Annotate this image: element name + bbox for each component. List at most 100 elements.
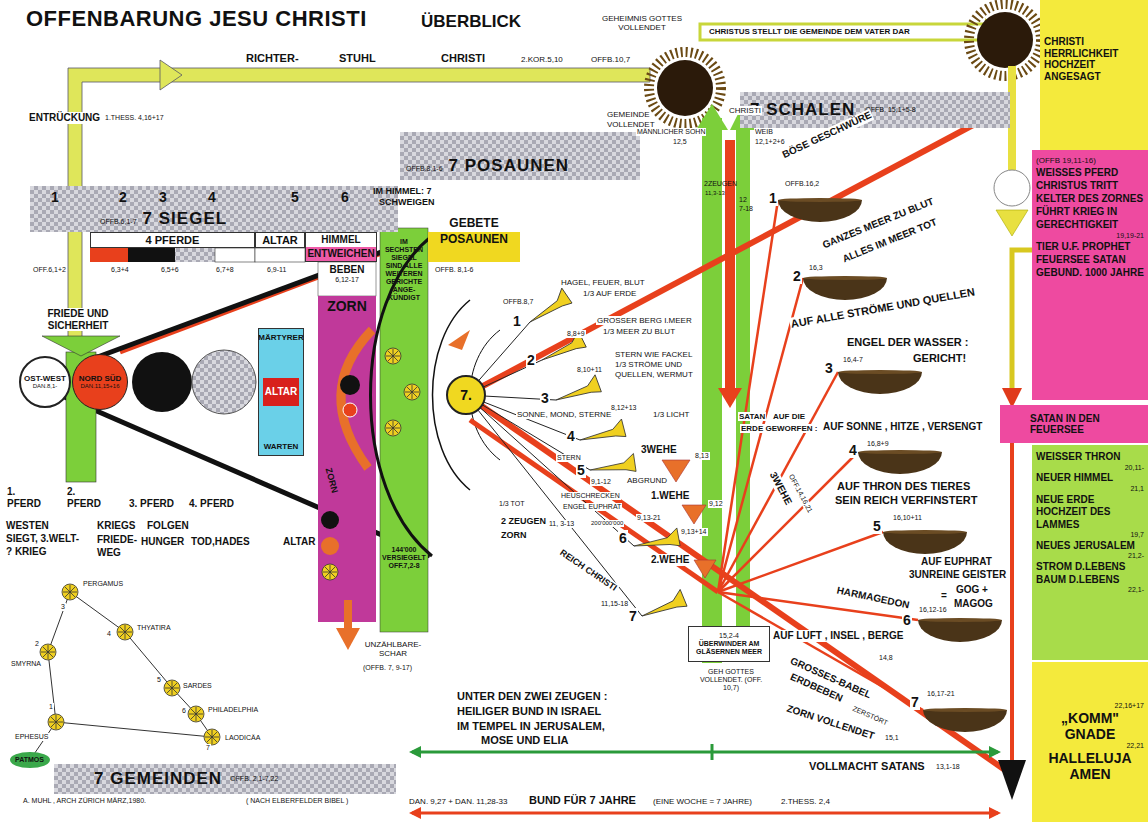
text-label: 6	[181, 707, 187, 715]
text-label: BUND FÜR 7 JAHRE	[528, 794, 637, 807]
sun-symbol	[657, 60, 713, 116]
text-label: 16,8+9	[866, 440, 890, 448]
text-label: 1. PFERD	[6, 486, 48, 509]
box-text: 7 SCHALEN	[750, 100, 855, 120]
box-text: NORD SÜD	[79, 374, 122, 383]
text-label: 16,12-16	[918, 606, 948, 614]
box-text: BAUM D.LEBENS	[1036, 574, 1144, 587]
text-label: WEIB	[754, 128, 774, 136]
diagram-box: IM SECHSTEN SIEGEL SIND ALLE WEITEREN GE…	[380, 232, 428, 632]
left-cone	[175, 248, 215, 262]
text-label: GROSSER BERG I.MEER	[596, 316, 693, 325]
judgement-seat-arrow	[700, 24, 992, 40]
box-text: 22,16+17	[1115, 702, 1148, 710]
box-text: 6,12-17	[335, 276, 359, 284]
bowl-symbol	[883, 530, 967, 554]
box-text: DAN.8,1-	[33, 383, 58, 390]
text-label: HEUSCHRECKEN	[560, 492, 621, 500]
text-label: 8,12+13	[610, 404, 638, 412]
middle-bars	[696, 104, 728, 130]
cone-arcs	[371, 236, 501, 556]
box-text: 7.	[460, 387, 472, 403]
wrath-band	[341, 330, 372, 468]
bowl-symbol	[858, 450, 942, 474]
wrath-band	[321, 537, 339, 555]
diagram-box: MÄRTYRERALTARWARTEN	[258, 328, 304, 456]
church-map	[188, 706, 204, 722]
box-text: 19,19-21	[1116, 231, 1144, 240]
church-map	[62, 584, 78, 600]
wrath-band	[336, 628, 360, 650]
box-text: WEISSES PFERD CHRISTUS TRITT KELTER DES …	[1036, 166, 1144, 231]
box-text: ALTAR	[263, 378, 299, 406]
text-label: SATAN	[738, 412, 766, 421]
main-cone	[470, 420, 718, 592]
text-label: 1/3 MEER ZU BLUT	[602, 327, 676, 336]
diagram-box: 15,2-4ÜBERWINDER AM GLÄSERNEN MEER	[688, 626, 770, 662]
text-label: GEHEIMNIS GOTTES VOLLENDET	[598, 14, 686, 32]
box-text: 7 GEMEINDEN	[94, 769, 222, 789]
text-label: A. MUHL , ARCH ZÜRICH MÄRZ,1980.	[22, 797, 147, 805]
text-label: ? KRIEG	[5, 546, 48, 558]
box-text: NEUE ERDE	[1036, 494, 1144, 507]
diagram-box: OST-WESTDAN.8,1-	[19, 356, 71, 408]
text-label: SIEGT, 3.WELT-	[5, 533, 80, 545]
text-label: 7	[628, 608, 638, 624]
left-cone	[90, 248, 128, 262]
left-cone	[255, 248, 305, 262]
text-label: 3UNREINE GEISTER	[908, 569, 1007, 581]
text-label: STERN WIE FACKEL	[614, 350, 693, 359]
diagram-box: CHRISTI HERRLICHKEIT HOCHZEIT ANGESAGT	[1040, 0, 1148, 150]
church-map	[30, 592, 212, 760]
trumpet-symbol	[537, 330, 586, 363]
text-label: 6,9-11	[266, 266, 287, 274]
text-label: PHILADELPHIA	[207, 706, 259, 714]
text-label: GOG +	[955, 584, 989, 596]
text-label: MAGOG	[953, 598, 994, 610]
trumpet-ray	[466, 395, 634, 546]
text-label: HAGEL, FEUER, BLUT	[560, 278, 646, 287]
box-text: 22,21	[1126, 742, 1148, 750]
text-label: SEIN REICH VERFINSTERT	[834, 494, 978, 507]
text-label: AUF LUFT , INSEL , BERGE	[772, 630, 904, 642]
judgement-seat-arrow	[68, 18, 1000, 340]
diagram-title: OFFENBARUNG JESU CHRISTI	[26, 6, 367, 32]
text-label: SONNE, MOND, STERNE	[516, 410, 612, 419]
box-text: 7 SIEGEL	[143, 209, 228, 229]
cone-arcs	[448, 330, 470, 350]
bowl-symbol	[918, 618, 1002, 642]
box-text: TIER U.F. PROPHET FEUERSEE SATAN GEBUND.…	[1036, 240, 1144, 279]
time-arrow	[711, 744, 714, 760]
wrath-band	[318, 296, 376, 622]
bowl-ray	[718, 372, 838, 592]
box-text: NEUER HIMMEL	[1036, 472, 1144, 485]
text-label: 3	[824, 360, 834, 376]
box-text: IM SECHSTEN SIEGEL SIND ALLE WEITEREN GE…	[382, 238, 426, 302]
text-label: ( NACH ELBERFELDER BIBEL )	[245, 797, 349, 805]
middle-bars	[718, 388, 742, 408]
text-label: CHRISTI	[440, 52, 486, 65]
text-label: ÜBERBLICK	[420, 12, 522, 32]
box-text: 22,1-	[1128, 586, 1144, 595]
main-cone	[466, 108, 1005, 770]
text-label: 2.WEHE	[650, 554, 690, 566]
text-label: STUHL	[338, 52, 377, 65]
text-label: ENGEL EUPHRAT	[562, 503, 622, 511]
diagram-box: WEISSER THRON20,11-NEUER HIMMEL21,1NEUE …	[1032, 445, 1148, 660]
text-label: ALTAR	[282, 536, 316, 548]
text-label: STERN	[556, 454, 582, 462]
church-map	[40, 644, 56, 660]
text-label: AUF DIE	[772, 412, 806, 421]
trumpet-symbol	[633, 528, 680, 549]
church-map	[204, 729, 220, 745]
trumpet-symbol	[589, 453, 636, 473]
box-text: 21,2-	[1128, 552, 1144, 561]
text-label: 6	[618, 530, 628, 546]
box-text: OST-WEST	[24, 374, 66, 383]
text-label: MOSE UND ELIA	[480, 734, 569, 747]
text-label: 1	[50, 189, 60, 205]
text-label: RICHTER-	[245, 52, 300, 65]
box-text: 4 PFERDE	[146, 234, 200, 247]
right-arrows	[994, 170, 1030, 206]
text-label: UNTER DEN ZWEI ZEUGEN :	[456, 690, 608, 703]
